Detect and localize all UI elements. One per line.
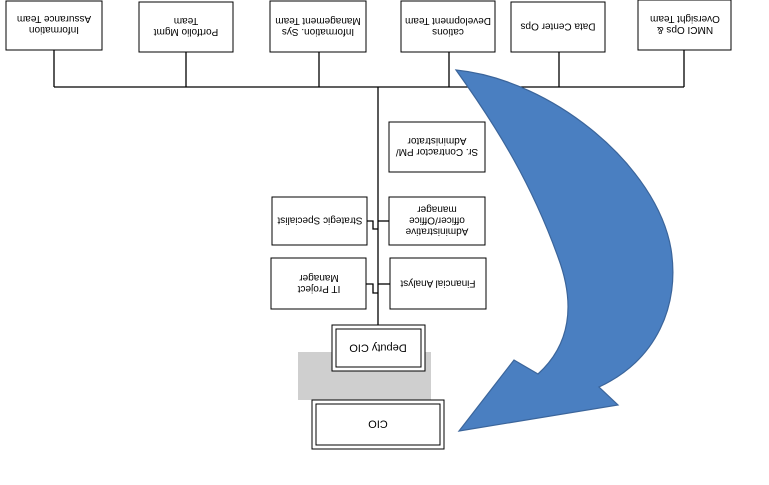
- label-line: Team: [174, 15, 198, 26]
- team-data-center-label: Data Center Ops: [520, 21, 595, 32]
- node-cio: CIO: [311, 399, 445, 450]
- team-sys-mgmt-box: [269, 0, 367, 53]
- label-line: Development Team: [405, 15, 491, 26]
- strategic-label: Strategic Specialist: [277, 215, 362, 226]
- team-portfolio-box: [138, 1, 234, 53]
- connector-lines: [53, 50, 685, 413]
- team-app-dev-box: [400, 0, 496, 53]
- admin-box: [388, 196, 486, 246]
- label-line: Oversight Team: [650, 13, 720, 24]
- fin-analyst-box: [389, 257, 487, 310]
- contractor-pm-label: Sr. Contractor PM/Administrator: [396, 135, 478, 157]
- node-team-portfolio: Portfolio MgmtTeam: [138, 1, 234, 53]
- node-admin-officer: Administrativeofficer/Officemanager: [388, 196, 486, 246]
- node-team-data-center: Data Center Ops: [510, 1, 606, 53]
- cio-label: CIO: [368, 418, 388, 430]
- node-financial-analyst: Financial Analyst: [389, 257, 487, 310]
- label-line: Management Team: [275, 15, 360, 26]
- node-strategic-specialist: Strategic Specialist: [271, 196, 368, 246]
- label-line: cations: [432, 26, 464, 37]
- label-line: Data Center Ops: [520, 21, 595, 32]
- contractor-pm-box: [388, 121, 486, 173]
- label-line: Information. Sys: [282, 26, 354, 37]
- node-contractor-pm: Sr. Contractor PM/Administrator: [388, 121, 486, 173]
- it-pm-label: IT ProjectManager: [297, 272, 340, 294]
- node-team-info-assurance: InformationAssurance Team: [5, 0, 103, 51]
- team-info-assurance-label: InformationAssurance Team: [17, 13, 91, 35]
- it-pm-box: [270, 257, 367, 310]
- curved-arrow-graphic: [454, 69, 674, 432]
- branch-it-pm: [366, 283, 378, 294]
- label-line: manager: [417, 204, 457, 215]
- rotated-chart-group: CIO Deputy CIO IT ProjectManager Financi…: [5, 0, 732, 450]
- label-line: officer/Office: [409, 215, 465, 226]
- team-sys-mgmt-label: Information. SysManagement Team: [275, 15, 360, 37]
- team-nmci-box: [637, 0, 732, 51]
- label-line: Deputy CIO: [349, 342, 407, 354]
- deputy-cio-label: Deputy CIO: [349, 342, 407, 354]
- label-line: Financial Analyst: [400, 278, 475, 289]
- team-nmci-label: NMCI Ops &Oversight Team: [650, 13, 720, 35]
- branch-strategic: [367, 220, 378, 230]
- label-line: Strategic Specialist: [277, 215, 362, 226]
- label-line: Assurance Team: [17, 13, 91, 24]
- cio-box-inner: [315, 403, 441, 446]
- label-line: Information: [29, 24, 79, 35]
- label-line: Portfolio Mgmt: [154, 26, 219, 37]
- node-team-sys-mgmt: Information. SysManagement Team: [269, 0, 367, 53]
- admin-label: Administrativeofficer/Officemanager: [405, 204, 468, 237]
- node-team-nmci: NMCI Ops &Oversight Team: [637, 0, 732, 51]
- team-info-assurance-box: [5, 0, 103, 51]
- label-line: Manager: [299, 272, 339, 283]
- team-portfolio-label: Portfolio MgmtTeam: [154, 15, 219, 37]
- node-deputy-cio: Deputy CIO: [331, 324, 426, 372]
- team-app-dev-label: cationsDevelopment Team: [405, 15, 491, 37]
- label-line: Sr. Contractor PM/: [396, 146, 478, 157]
- strategic-box: [271, 196, 368, 246]
- label-line: NMCI Ops &: [657, 24, 713, 35]
- label-line: Administrator: [407, 135, 467, 146]
- deputy-cio-box-inner: [335, 328, 422, 368]
- node-it-project-manager: IT ProjectManager: [270, 257, 367, 310]
- label-line: Administrative: [405, 226, 468, 237]
- label-line: IT Project: [297, 283, 340, 294]
- node-team-app-dev: cationsDevelopment Team: [400, 0, 496, 53]
- label-line: CIO: [368, 418, 388, 430]
- fin-analyst-label: Financial Analyst: [400, 278, 475, 289]
- team-data-center-box: [510, 1, 606, 53]
